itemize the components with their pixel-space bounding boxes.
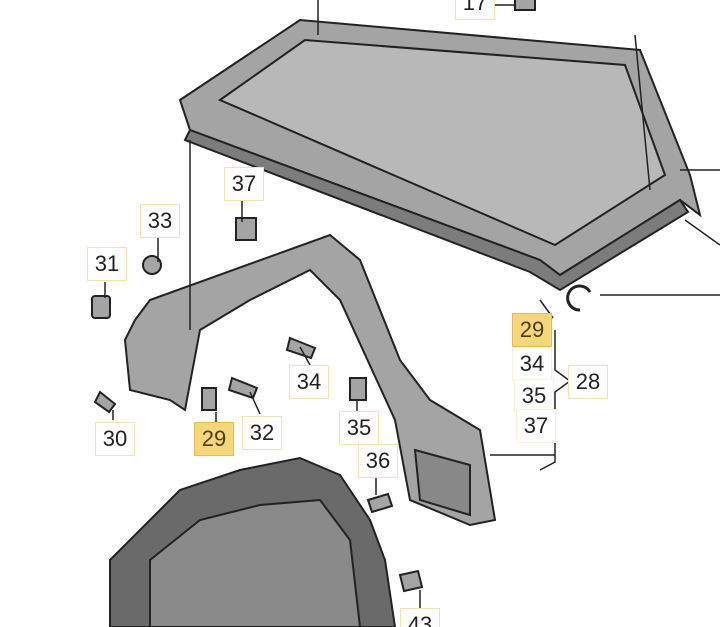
part-label-30[interactable]: 30 — [95, 422, 135, 456]
part-label-34-group[interactable]: 34 — [512, 347, 552, 381]
parcel-shelf-panel — [217, 38, 667, 247]
part-label-35[interactable]: 35 — [339, 411, 379, 445]
part-label-29-highlighted[interactable]: 29 — [194, 422, 234, 456]
clip-29 — [201, 387, 217, 411]
screw-32 — [227, 376, 259, 400]
trim-pocket — [413, 448, 471, 517]
part-label-33[interactable]: 33 — [140, 204, 180, 238]
part-label-17[interactable]: 17 — [455, 0, 495, 20]
pillar-trim — [123, 233, 497, 527]
clip-ring — [566, 284, 592, 312]
part-label-28[interactable]: 28 — [568, 365, 608, 399]
part-label-35-group[interactable]: 35 — [514, 379, 554, 413]
part-label-36[interactable]: 36 — [358, 444, 398, 478]
leader-lines — [104, 0, 720, 610]
screw-43 — [398, 569, 424, 593]
clip-35 — [349, 377, 367, 401]
part-label-37-group[interactable]: 37 — [516, 409, 556, 443]
screw-30 — [93, 390, 117, 414]
clip-33 — [142, 255, 162, 275]
part-label-32[interactable]: 32 — [242, 416, 282, 450]
clip-37 — [235, 217, 257, 241]
part-label-43[interactable]: 43 — [400, 608, 440, 627]
clip-17 — [514, 0, 536, 11]
part-label-37[interactable]: 37 — [224, 167, 264, 201]
part-label-31[interactable]: 31 — [87, 247, 127, 281]
parcel-shelf-edge — [183, 128, 690, 292]
part-label-29-group-highlighted[interactable]: 29 — [512, 313, 552, 347]
clip-31 — [91, 295, 111, 319]
part-label-34[interactable]: 34 — [289, 365, 329, 399]
screw-36 — [366, 492, 394, 514]
